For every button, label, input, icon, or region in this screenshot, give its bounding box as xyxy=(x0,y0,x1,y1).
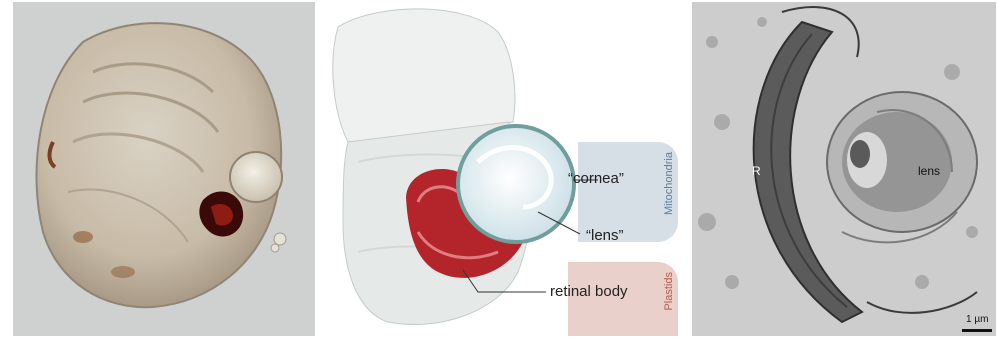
lens-label: “lens” xyxy=(586,227,624,244)
tem-image xyxy=(692,2,996,336)
micrograph-image xyxy=(13,2,315,336)
plastids-tab-label: Plastids xyxy=(663,272,675,311)
diagram-panel: “cornea” “lens” retinal body Mitochondri… xyxy=(318,2,690,336)
scale-bar-label: 1 µm xyxy=(966,314,988,325)
retina-label: R xyxy=(752,164,761,178)
retinal-body-label: retinal body xyxy=(550,283,628,300)
eye-diagram xyxy=(318,2,690,336)
micrograph-panel xyxy=(13,2,315,336)
tem-lens-label: lens xyxy=(918,164,940,178)
tem-panel: R lens 1 µm xyxy=(692,2,996,336)
cornea-label: “cornea” xyxy=(568,170,624,187)
mitochondria-tab-label: Mitochondria xyxy=(663,152,675,215)
